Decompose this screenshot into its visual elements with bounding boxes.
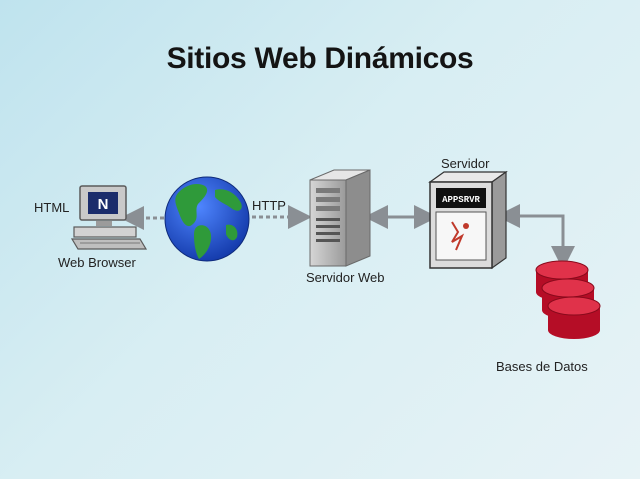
- label-bases-de-datos: Bases de Datos: [496, 359, 588, 374]
- slide-title: Sitios Web Dinámicos: [166, 42, 474, 75]
- app-server-label: APPSRVR: [442, 195, 480, 205]
- application-server-icon: APPSRVR: [428, 170, 508, 270]
- server-tower-icon: [309, 169, 371, 267]
- database-icon: [535, 260, 601, 339]
- connector-appserver-database: [496, 204, 575, 270]
- label-servidor-web: Servidor Web: [306, 270, 385, 285]
- monitor-logo: N: [98, 196, 109, 213]
- desktop-computer-icon: N: [70, 185, 148, 250]
- label-web-browser: Web Browser: [58, 255, 136, 270]
- label-servidor: Servidor: [441, 156, 490, 171]
- label-html: HTML: [34, 200, 70, 215]
- globe-icon: [164, 176, 250, 262]
- label-http: HTTP: [252, 198, 286, 213]
